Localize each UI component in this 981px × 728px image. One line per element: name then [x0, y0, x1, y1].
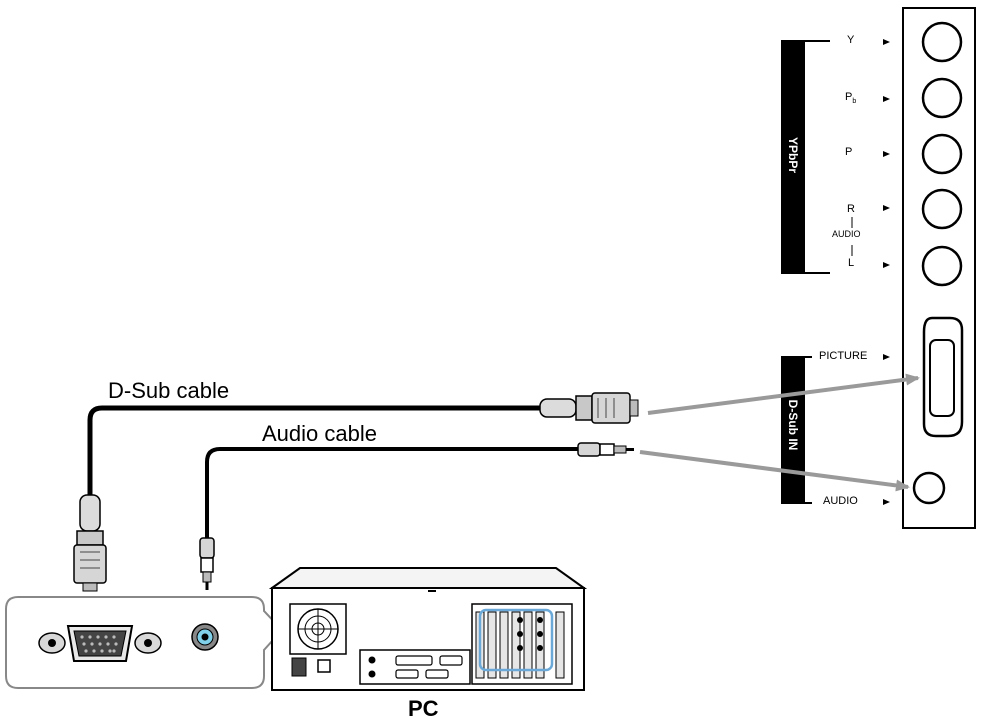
audio-connection-arrow	[639, 450, 910, 492]
pointer-pb-icon	[883, 96, 890, 102]
audio-group-label: AUDIO	[832, 229, 861, 239]
pointer-y-icon	[883, 39, 890, 45]
pc-audio-port	[191, 623, 219, 651]
pointer-audio-r-icon	[883, 205, 890, 211]
jack-pb	[921, 77, 963, 119]
audio-input-label: AUDIO	[823, 495, 858, 507]
dsub-bracket	[781, 356, 805, 504]
dsub-connection-arrow	[647, 373, 920, 415]
audio-cable-label: Audio cable	[262, 421, 377, 446]
pointer-pr-icon	[883, 151, 890, 157]
jack-audio-r	[921, 188, 963, 230]
pointer-picture-icon	[883, 354, 890, 360]
pointer-audio-icon	[883, 499, 890, 505]
highlighted-card	[478, 608, 554, 672]
audio-l-label: L	[848, 257, 855, 269]
pc-label: PC	[408, 696, 439, 721]
pc-vga-port	[38, 625, 162, 662]
jack-y	[921, 21, 963, 63]
panel-audio-jack	[912, 471, 946, 505]
pc-tower	[268, 567, 588, 691]
dsub-plug-pc-end	[73, 494, 107, 592]
dsub-group-label: D-Sub IN	[786, 399, 800, 451]
dsub-cable	[87, 405, 545, 497]
audio-plug-monitor-end	[577, 442, 634, 457]
port-pb-label: Pb	[845, 91, 857, 106]
audio-r-label: R	[847, 203, 855, 215]
pointer-audio-l-icon	[883, 262, 890, 268]
ypbpr-group-label: YPbPr	[786, 136, 800, 173]
jack-pr	[921, 133, 963, 175]
audio-cable	[205, 447, 582, 540]
audio-plug-pc-end	[199, 537, 215, 590]
jack-audio-l	[921, 245, 963, 287]
port-y-label: Y	[847, 34, 855, 46]
dsub-plug-monitor-end	[539, 392, 639, 424]
picture-label: PICTURE	[819, 350, 868, 362]
dsub-cable-label: D-Sub cable	[108, 378, 230, 403]
ypbpr-bracket	[781, 40, 805, 274]
port-pr-label: P	[845, 146, 853, 158]
